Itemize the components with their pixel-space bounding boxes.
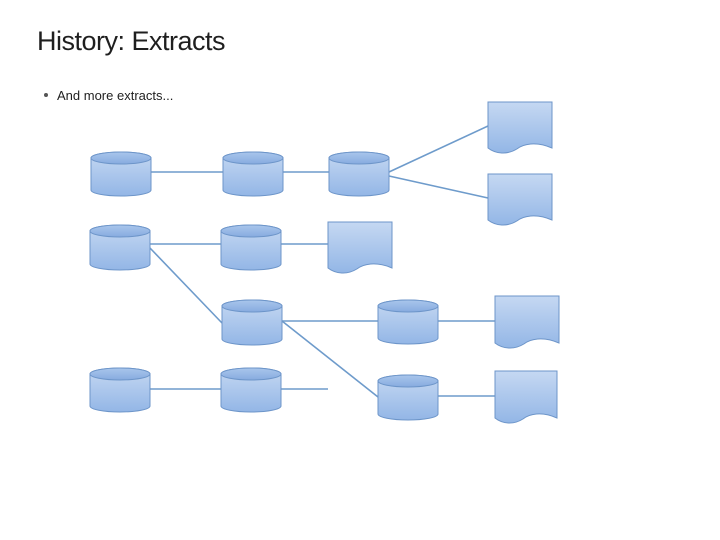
connector-arrow xyxy=(281,320,379,398)
connector-arrow xyxy=(149,247,223,324)
database-cylinder-icon xyxy=(222,151,284,197)
connector-arrow xyxy=(388,175,489,199)
document-icon xyxy=(494,370,558,424)
database-cylinder-icon xyxy=(377,299,439,345)
database-cylinder-icon xyxy=(89,224,151,271)
document-icon xyxy=(487,173,553,226)
connector-group xyxy=(149,125,495,398)
slide-title: History: Extracts xyxy=(37,26,226,56)
database-cylinder-icon xyxy=(377,374,439,421)
document-icon xyxy=(327,221,393,274)
document-icon xyxy=(494,295,560,349)
database-cylinder-icon xyxy=(221,299,283,346)
database-cylinder-icon xyxy=(89,367,151,413)
bullet-text: And more extracts... xyxy=(57,88,174,103)
bullet-item: And more extracts... xyxy=(44,88,173,103)
connector-arrow xyxy=(388,125,489,173)
database-cylinder-icon xyxy=(220,224,282,271)
database-cylinder-icon xyxy=(328,151,390,197)
database-cylinder-icon xyxy=(220,367,282,413)
bullet-icon xyxy=(44,92,48,97)
database-cylinder-icon xyxy=(90,151,152,197)
document-icon xyxy=(487,101,553,154)
